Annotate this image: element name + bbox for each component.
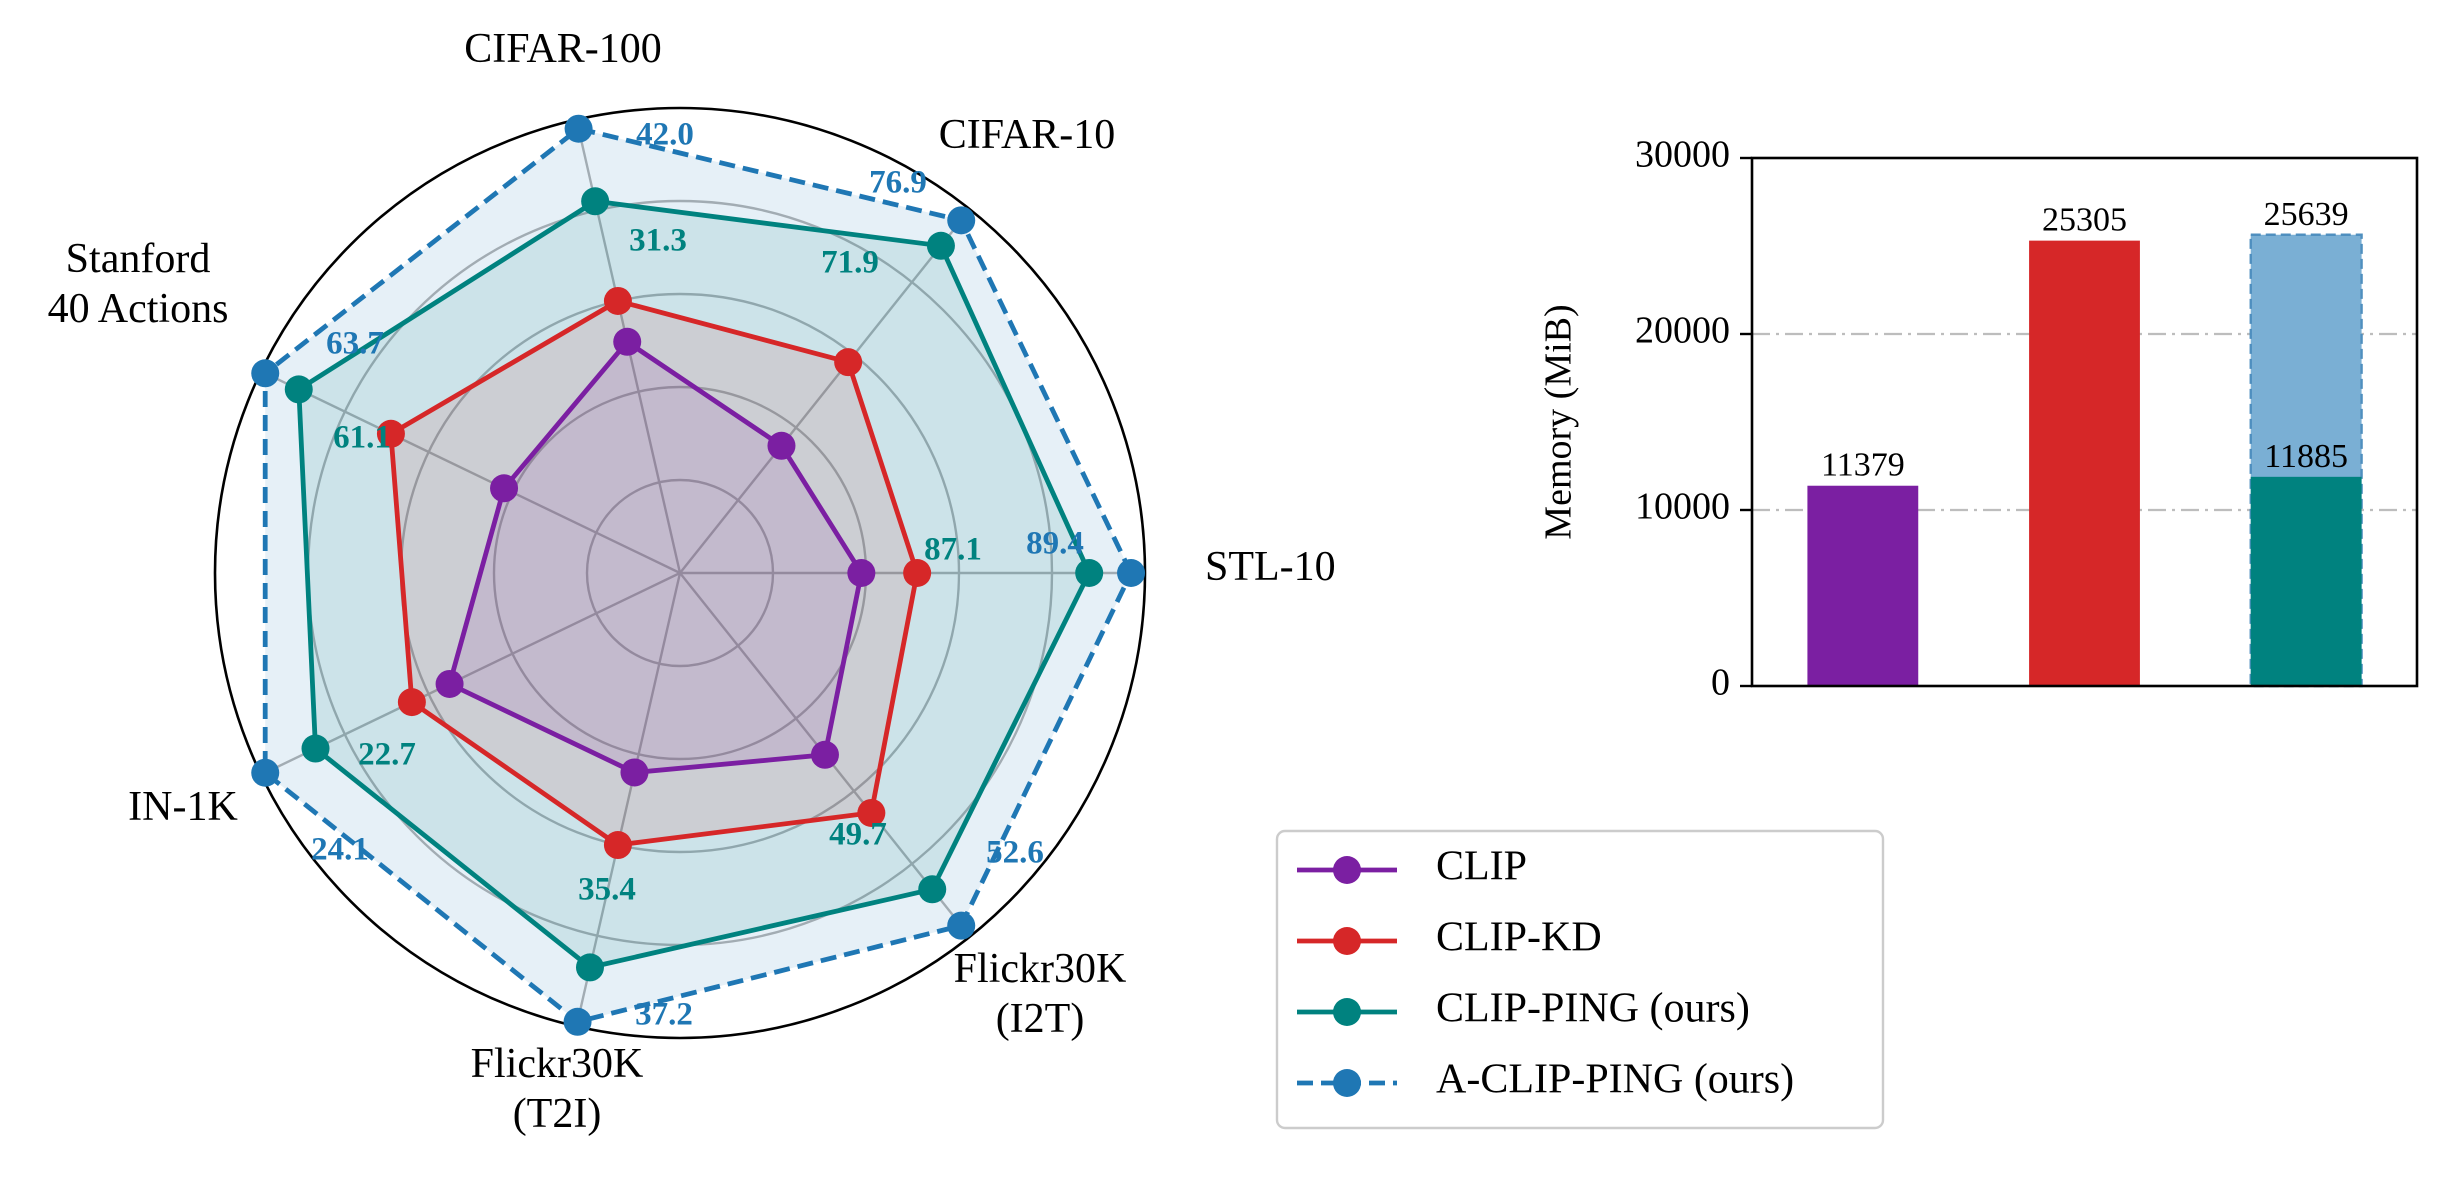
radar-marker-clip-kd <box>834 348 863 377</box>
radar-axis-label: CIFAR-10 <box>939 112 1116 158</box>
memory-bar-chart: 11379 25305 11885 25639 0 10000 20000 30000Memo… <box>1538 134 2419 704</box>
radar-marker-clip-ping-ours <box>926 231 955 260</box>
radar-value-label: 24.1 <box>311 832 369 868</box>
radar-marker-clip-kd <box>603 831 632 860</box>
radar-axis-label-line: Flickr30K <box>471 1041 644 1087</box>
radar-axis-label: STL-10 <box>1205 544 1336 590</box>
bar-axes-frame <box>1750 156 2419 688</box>
radar-marker-clip-kd <box>397 688 426 717</box>
legend-marker-clip-kd <box>1333 927 1361 955</box>
radar-value-label: 76.9 <box>869 165 927 201</box>
radar-value-label: 61.1 <box>333 420 391 456</box>
radar-spoke <box>260 370 681 575</box>
radar-axis-label: Flickr30K(I2T) <box>954 946 1127 1042</box>
radar-marker-clip <box>613 327 642 356</box>
bar-ytick-label: 10000 <box>1635 486 1730 528</box>
radar-axis-label-line: Stanford <box>66 236 211 282</box>
radar-marker-a-clip-ping-ours <box>1117 559 1146 587</box>
legend-label: A-CLIP-PING (ours) <box>1436 1057 1794 1103</box>
radar-fill-a-clip-ping-ours <box>265 128 1131 1022</box>
radar-line-clip <box>446 338 864 775</box>
radar-marker-clip <box>847 559 876 587</box>
radar-marker-a-clip-ping-ours <box>947 911 976 940</box>
legend-marker-a-clip-ping-ours <box>1333 1069 1361 1097</box>
bar-ytick-label: 30000 <box>1635 134 1730 176</box>
radar-marker-clip <box>620 758 649 787</box>
radar-value-label: 71.9 <box>821 245 879 281</box>
radar-axis-label-line: STL-10 <box>1205 544 1336 590</box>
radar-value-label: 31.3 <box>629 223 687 259</box>
radar-marker-clip <box>490 474 519 503</box>
bar-ylabel: Memory (MiB) <box>1538 304 1580 539</box>
radar-marker-clip <box>435 669 464 698</box>
radar-value-label: 35.4 <box>578 872 636 908</box>
radar-marker-a-clip-ping-ours <box>564 114 593 143</box>
radar-spoke <box>679 208 971 574</box>
radar-marker-a-clip-ping-ours <box>251 359 280 388</box>
radar-marker-a-clip-ping-ours <box>251 758 280 787</box>
radar-spoke <box>575 572 682 1027</box>
radar-axis-label-line: Flickr30K <box>954 946 1127 992</box>
bar-ytick-label: 20000 <box>1635 310 1730 352</box>
radar-value-label: 37.2 <box>635 997 693 1033</box>
bar-ytick-label: 0 <box>1711 662 1730 704</box>
legend-label: CLIP-KD <box>1436 915 1602 961</box>
legend-marker-clip-ping-ours <box>1333 998 1361 1026</box>
radar-axis-label: IN-1K <box>128 784 238 830</box>
radar-axis-label-line: IN-1K <box>128 784 238 830</box>
radar-value-label: 42.0 <box>636 117 694 153</box>
radar-marker-a-clip-ping-ours <box>947 206 976 235</box>
legend-label: CLIP-PING (ours) <box>1436 986 1750 1032</box>
bar-value-label: 11885 <box>2264 438 2348 475</box>
radar-value-label: 89.4 <box>1026 526 1084 562</box>
radar-axis-label-line: 40 Actions <box>48 286 229 332</box>
bar-clip-kd <box>2029 240 2140 686</box>
legend-box <box>1275 829 1885 1130</box>
radar-marker-clip-kd <box>603 286 632 315</box>
radar-line-clip-kd <box>388 298 920 848</box>
radar-marker-clip-ping-ours <box>581 187 610 216</box>
radar-axis-label-line: CIFAR-10 <box>939 112 1116 158</box>
radar-axis-label-line: CIFAR-100 <box>464 26 662 72</box>
radar-axis-label-line: (T2I) <box>513 1091 602 1137</box>
bar-clip <box>1807 485 1919 686</box>
radar-value-label: 49.7 <box>829 817 887 853</box>
radar-axis-label: Flickr30K(T2I) <box>471 1041 644 1137</box>
radar-value-label: 22.7 <box>358 737 416 773</box>
legend-label: CLIP <box>1436 844 1527 890</box>
radar-line-a-clip-ping-ours <box>262 126 1134 1025</box>
radar-marker-clip-ping-ours <box>1075 559 1104 587</box>
radar-marker-clip-ping-ours <box>575 953 604 982</box>
bar-total-label: 25639 <box>2264 196 2349 233</box>
radar-marker-clip-ping-ours <box>918 875 947 904</box>
radar-fill-clip-ping-ours <box>298 201 1090 968</box>
radar-value-label: 52.6 <box>986 835 1044 871</box>
radar-marker-clip-ping-ours <box>284 375 313 404</box>
radar-axis-label: CIFAR-100 <box>464 26 662 72</box>
radar-value-label: 87.1 <box>924 532 982 568</box>
radar-marker-clip <box>767 431 796 460</box>
legend: CLIP CLIP-KD CLIP-PING (ours) A-CLIP-PING (… <box>1275 829 1885 1130</box>
radar-marker-a-clip-ping-ours <box>563 1007 592 1036</box>
radar-marker-clip <box>810 740 839 769</box>
radar-marker-clip-kd <box>903 559 932 587</box>
radar-axis-label-line: (I2T) <box>996 996 1085 1042</box>
radar-fill-clip <box>449 341 862 773</box>
radar-marker-clip-kd <box>376 419 405 448</box>
bar-value-label: 25305 <box>2042 202 2127 239</box>
legend-marker-clip <box>1333 856 1361 884</box>
radar-marker-clip-ping-ours <box>301 734 330 763</box>
radar-line-clip-ping-ours <box>296 198 1092 970</box>
radar-marker-clip-kd <box>857 798 886 827</box>
bar-clip-ping-ours <box>2250 476 2362 686</box>
radar-spoke <box>260 571 681 776</box>
radar-value-label: 63.7 <box>326 326 384 362</box>
bar-value-label: 11379 <box>1821 447 1905 484</box>
